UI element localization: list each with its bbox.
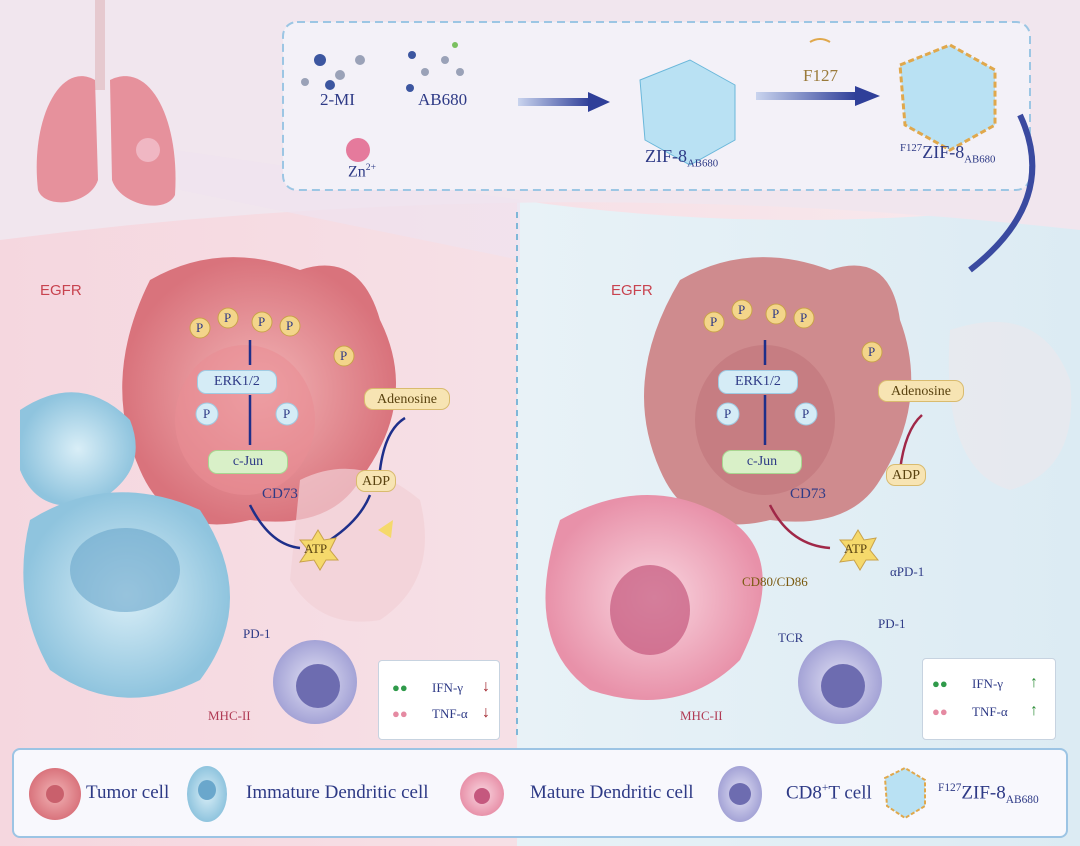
cjun-box-right: c-Jun — [722, 450, 802, 474]
ifn-icon: ●● — [392, 680, 408, 695]
cd80-label: CD80/CD86 — [742, 574, 808, 589]
phospho-label: P — [196, 320, 204, 335]
adp-box-left: ADP — [356, 470, 396, 492]
lung-illustration — [36, 0, 176, 206]
erk-box-right: ERK1/2 — [718, 370, 798, 394]
tnf-label-left: TNF-α — [432, 706, 468, 721]
pd1-label-right: PD-1 — [878, 616, 906, 631]
tnf-label-right: TNF-α — [972, 704, 1008, 719]
ifn-icon: ●● — [932, 676, 948, 691]
phospho-label: P — [802, 406, 810, 421]
phospho-label: P — [283, 406, 291, 421]
adenosine-box-right: Adenosine — [878, 380, 964, 402]
tnf-icon: ●● — [392, 706, 408, 721]
phospho-label: P — [800, 310, 808, 325]
mhc-label-left: MHC-II — [208, 708, 251, 723]
product-label: F127ZIF-8AB680 — [900, 142, 996, 166]
legend-tcell: CD8+T cell — [786, 782, 872, 804]
cytokine-box-right — [922, 658, 1056, 740]
legend-nanoparticle: F127ZIF-8AB680 — [938, 782, 1039, 807]
molecule-icons — [301, 42, 464, 92]
tnf-icon: ●● — [932, 704, 948, 719]
legend-icons — [29, 766, 926, 822]
tcr-label: TCR — [778, 630, 804, 645]
legend-mdc: Mature Dendritic cell — [530, 782, 694, 803]
phospho-label: P — [724, 406, 732, 421]
phospho-label: P — [738, 302, 746, 317]
adenosine-box-left: Adenosine — [364, 388, 450, 410]
phospho-label: P — [710, 314, 718, 329]
atp-label-right: ATP — [844, 541, 868, 556]
phospho-label: P — [203, 406, 211, 421]
reagent-ab680: AB680 — [418, 90, 468, 109]
adp-box-right: ADP — [886, 464, 926, 486]
legend-tumor: Tumor cell — [86, 782, 170, 803]
apd1-label: αPD-1 — [890, 564, 925, 579]
erk-box-left: ERK1/2 — [197, 370, 277, 394]
cd73-label-left: CD73 — [262, 486, 298, 502]
legend-idc: Immature Dendritic cell — [246, 782, 429, 803]
down-arrow-icon: ↓ — [482, 678, 490, 695]
cd73-label-right: CD73 — [790, 486, 826, 502]
phospho-label: P — [286, 318, 294, 333]
phospho-label: P — [258, 314, 266, 329]
ifn-label-right: IFN-γ — [972, 676, 1004, 691]
pd1-label-left: PD-1 — [243, 626, 271, 641]
phospho-label: P — [340, 348, 348, 363]
reagent-2mi: 2-MI — [320, 90, 355, 109]
down-arrow-icon: ↓ — [482, 704, 490, 721]
up-arrow-icon: ↑ — [1030, 702, 1038, 719]
phospho-label: P — [772, 306, 780, 321]
egfr-label-right: EGFR — [611, 282, 653, 299]
ifn-label-left: IFN-γ — [432, 680, 464, 695]
nanoparticle-icon — [883, 766, 926, 820]
f127-label: F127 — [803, 66, 838, 85]
egfr-label-left: EGFR — [40, 282, 82, 299]
zif8-label: ZIF-8AB680 — [645, 146, 719, 170]
phospho-label: P — [224, 310, 232, 325]
reagent-zn: Zn2+ — [348, 162, 376, 181]
up-arrow-icon: ↑ — [1030, 674, 1038, 691]
mhc-label-right: MHC-II — [680, 708, 723, 723]
cytokine-box-left — [378, 660, 500, 740]
phospho-label: P — [868, 344, 876, 359]
cjun-box-left: c-Jun — [208, 450, 288, 474]
atp-label-left: ATP — [304, 541, 328, 556]
